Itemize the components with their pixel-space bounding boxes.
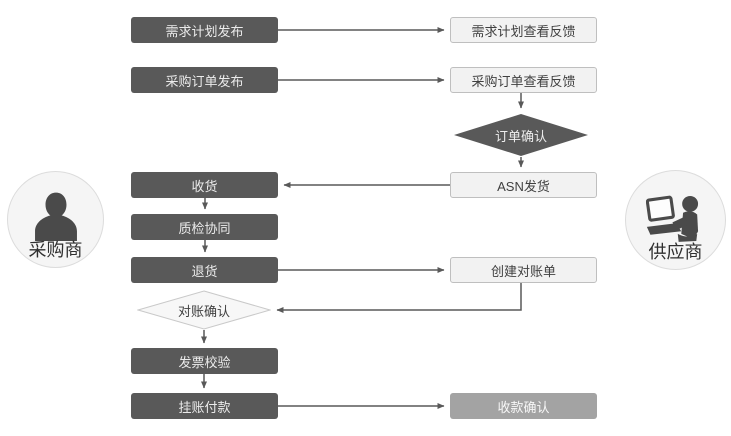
step-payment-on-account: 挂账付款 xyxy=(131,393,278,419)
decision-statement-confirmation: 对账确认 xyxy=(137,290,271,330)
step-po-publish: 采购订单发布 xyxy=(131,67,278,93)
actor-buyer-label: 采购商 xyxy=(28,240,83,260)
step-receiving: 收货 xyxy=(131,172,278,198)
step-returns: 退货 xyxy=(131,257,278,283)
decision-label: 对账确认 xyxy=(177,303,230,319)
actor-supplier: 供应商 xyxy=(625,170,726,270)
step-asn-shipping: ASN发货 xyxy=(450,172,597,198)
diamond-shape xyxy=(454,114,588,156)
step-po-feedback: 采购订单查看反馈 xyxy=(450,67,597,93)
step-demand-plan-feedback: 需求计划查看反馈 xyxy=(450,17,597,43)
step-receipt-confirmation: 收款确认 xyxy=(450,393,597,419)
arrow-statement-to-statement-confirm xyxy=(276,283,522,313)
actor-supplier-label: 供应商 xyxy=(648,242,703,262)
person-icon xyxy=(34,192,77,241)
decision-label: 订单确认 xyxy=(494,128,547,144)
step-quality-collaboration: 质检协同 xyxy=(131,214,278,240)
diamond-shape xyxy=(137,290,271,330)
step-invoice-verification: 发票校验 xyxy=(131,348,278,374)
step-demand-plan-publish: 需求计划发布 xyxy=(131,17,278,43)
step-create-statement: 创建对账单 xyxy=(450,257,597,283)
person-with-laptop-icon xyxy=(645,195,698,242)
decision-order-confirmation: 订单确认 xyxy=(453,113,589,157)
actor-buyer: 采购商 xyxy=(7,171,104,268)
